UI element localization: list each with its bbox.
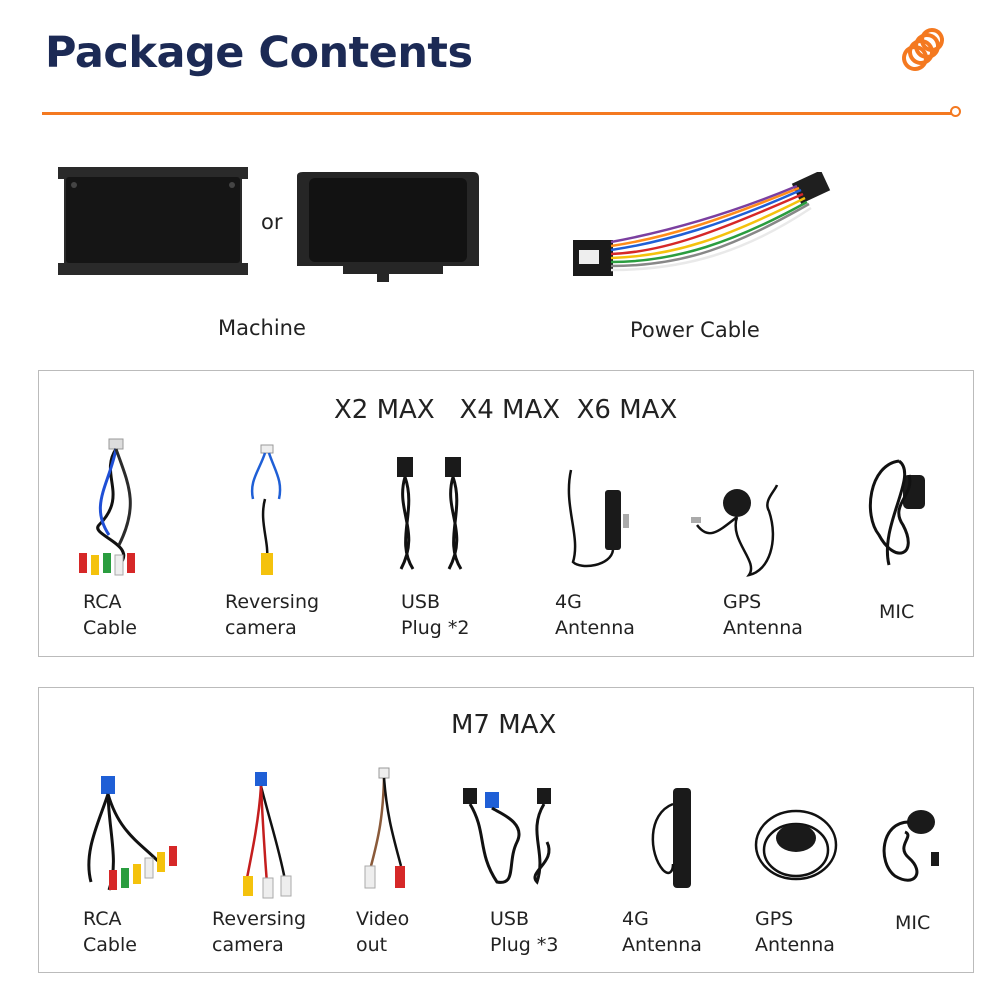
power-cable-image — [573, 172, 831, 276]
gps-antenna-image — [691, 484, 779, 577]
video-out-cable-image — [364, 767, 405, 889]
rca-cable-image — [79, 438, 135, 576]
usb-plug-image — [397, 457, 463, 570]
mic-image — [882, 810, 939, 882]
mic-label: MIC — [895, 912, 931, 934]
machine-label: Machine — [218, 316, 306, 340]
machine-a-image — [58, 167, 248, 275]
reversing-camera-cable-image — [250, 444, 282, 575]
or-text: or — [261, 210, 283, 234]
machine-b-image — [297, 172, 479, 282]
4g-antenna-image — [651, 788, 691, 888]
divider-end-circle — [950, 106, 961, 117]
reversing-camera-cable-image — [243, 772, 292, 899]
4g-antenna-image — [567, 469, 629, 568]
coil-logo-icon — [902, 28, 944, 71]
mic-image — [868, 459, 925, 566]
header-divider — [42, 112, 952, 115]
panel-title: M7 MAX — [451, 710, 557, 740]
usb-plug-image — [463, 788, 551, 885]
rca-cable-image — [87, 776, 177, 891]
panel-title: X2 MAX X4 MAX X6 MAX — [334, 395, 678, 425]
power-cable-label: Power Cable — [630, 318, 760, 342]
page-title: Package Contents — [45, 28, 473, 78]
mic-label: MIC — [879, 601, 915, 623]
gps-antenna-image — [754, 809, 838, 881]
